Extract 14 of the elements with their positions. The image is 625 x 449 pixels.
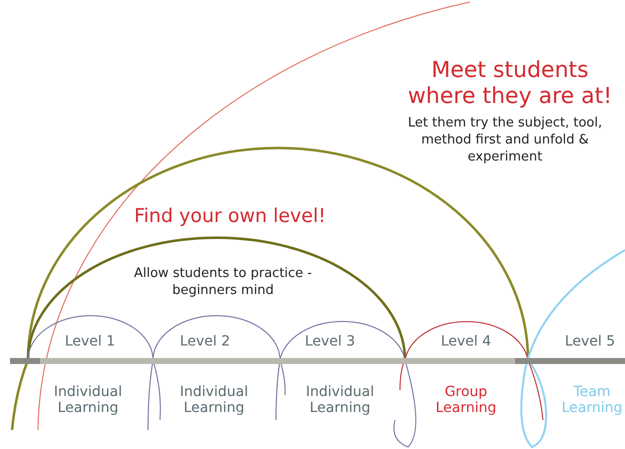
learning-label: Team Learning [561, 384, 623, 416]
body-text: Allow students to practice - beginners mind [132, 265, 313, 299]
level-label: Level 3 [304, 332, 356, 352]
learning-label: Individual Learning [304, 384, 376, 416]
body-text: Let them try the subject, tool, method first and unfold & experiment [406, 114, 604, 166]
level-label: Level 1 [64, 332, 116, 352]
level-label: Level 4 [440, 332, 492, 352]
heading-text: Find your own level! [133, 205, 327, 227]
level-label: Level 5 [564, 332, 616, 352]
heading-text: Meet students where they are at! [406, 58, 614, 110]
learning-label: Group Learning [434, 384, 498, 416]
learning-label: Individual Learning [178, 384, 250, 416]
learning-label: Individual Learning [52, 384, 124, 416]
level-label: Level 2 [178, 332, 232, 352]
